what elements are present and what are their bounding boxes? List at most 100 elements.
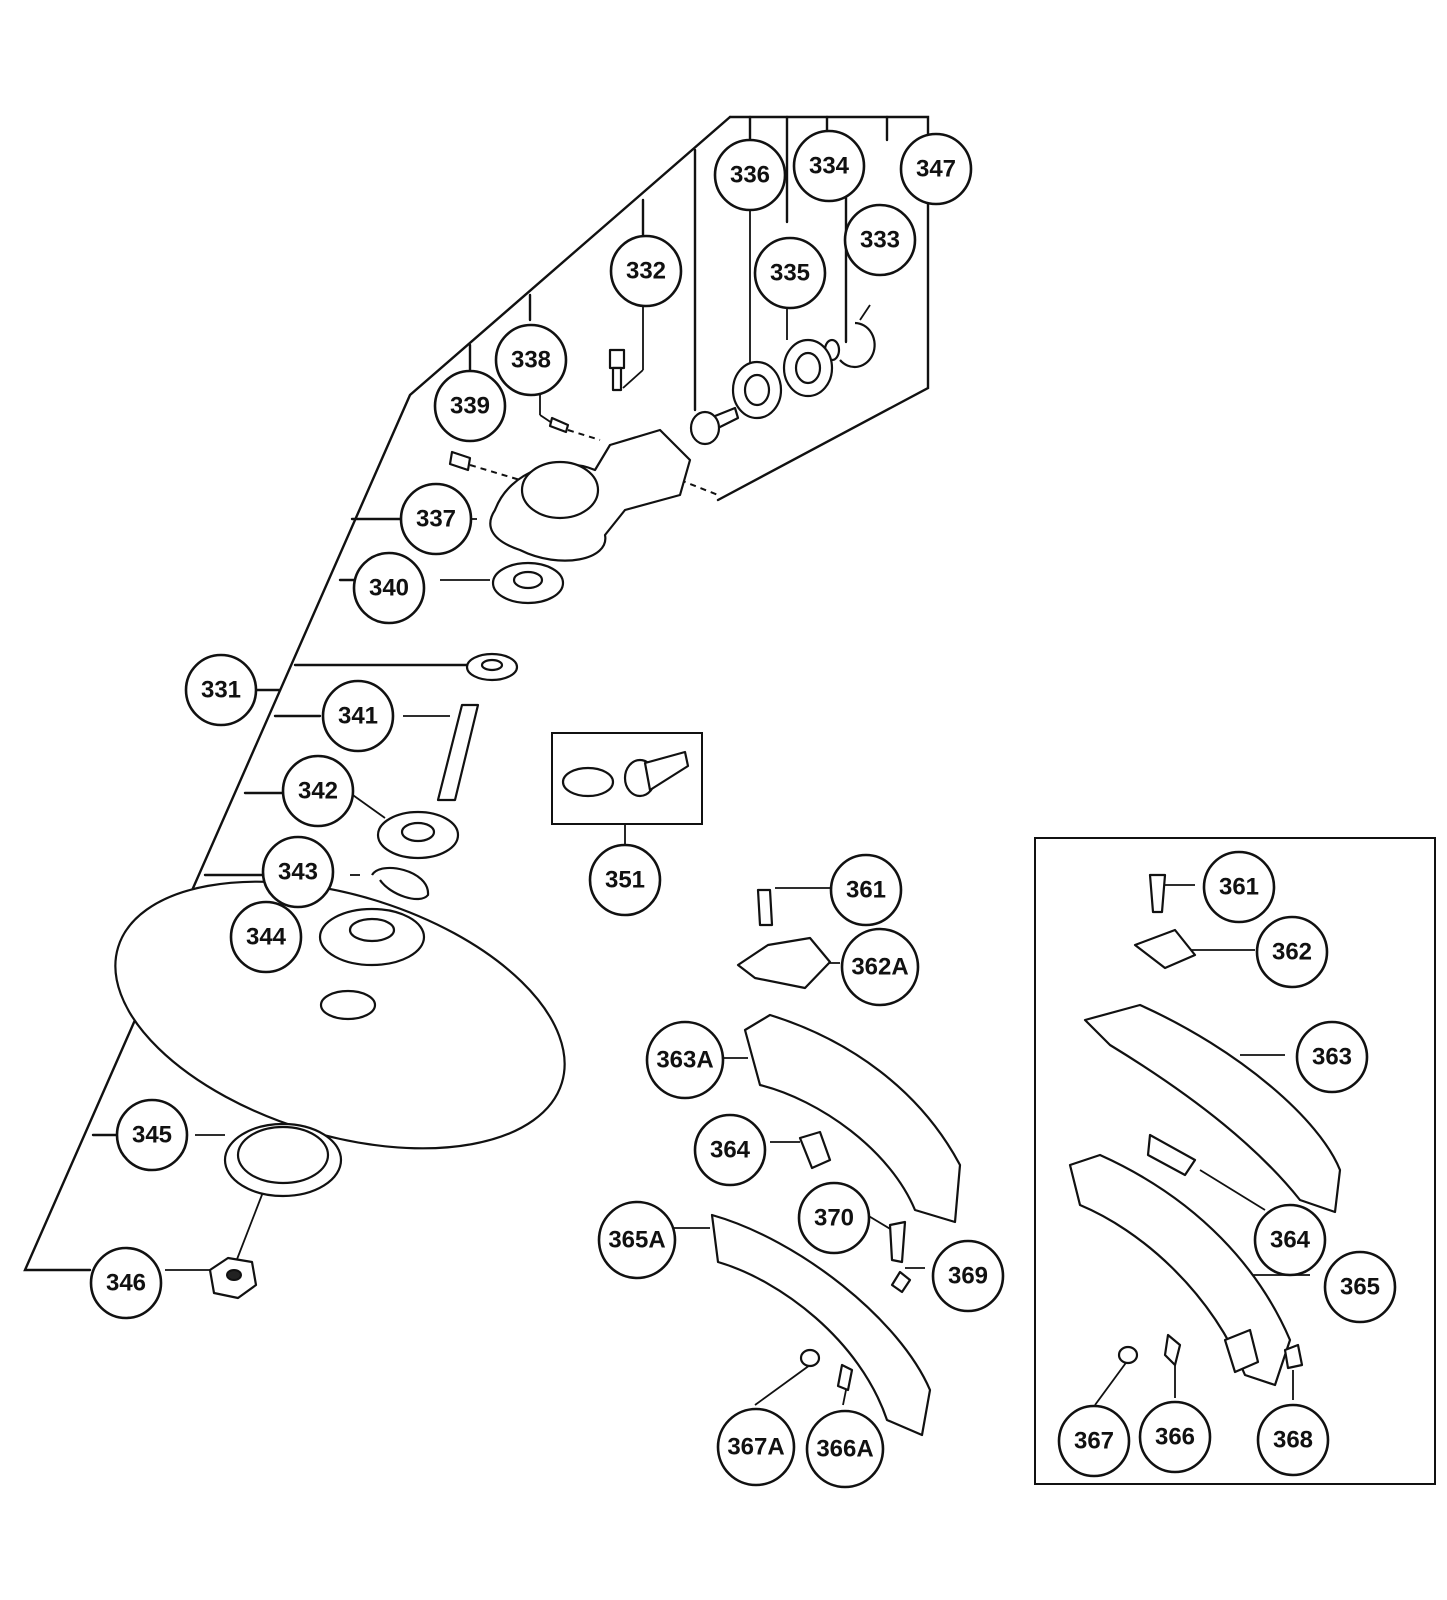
callout-340: 340 (352, 551, 426, 625)
callout-number: 370 (814, 1205, 854, 1232)
callout-number: 365A (608, 1227, 665, 1254)
kit-351-box (551, 732, 703, 825)
callout-circle (597, 1200, 677, 1280)
callout-circle (840, 927, 920, 1007)
callout-number: 367A (727, 1434, 784, 1461)
callout-number: 361 (1219, 874, 1259, 901)
callout-circle (1295, 1020, 1369, 1094)
callout-number: 351 (605, 867, 645, 894)
callout-circle (321, 679, 395, 753)
callout-circle (792, 129, 866, 203)
callout-number: 333 (860, 227, 900, 254)
callout-number: 364 (1270, 1227, 1311, 1254)
callout-circle (1202, 850, 1276, 924)
callout-circle (716, 1407, 796, 1487)
gear-head-parts (114, 321, 876, 1300)
callout-367a: 367A (716, 1407, 796, 1487)
callout-347: 347 (899, 132, 973, 206)
callout-333: 333 (843, 203, 917, 277)
callout-circle (899, 132, 973, 206)
callout-circle (588, 843, 662, 917)
callout-341: 341 (321, 679, 395, 753)
callout-number: 332 (626, 258, 666, 285)
callout-circle (609, 234, 683, 308)
callout-362a: 362A (840, 927, 920, 1007)
callout-circle (115, 1098, 189, 1172)
callout-circle (843, 203, 917, 277)
callout-number: 364 (710, 1137, 751, 1164)
callout-number: 365 (1340, 1274, 1380, 1301)
callout-number: 347 (916, 156, 956, 183)
grouping-leader-lines (23, 115, 930, 1272)
callout-circle (829, 853, 903, 927)
callout-circle (433, 369, 507, 443)
callout-361: 361 (1202, 850, 1276, 924)
circlip-333-shape (839, 321, 876, 369)
callout-number: 368 (1273, 1427, 1313, 1454)
callout-number: 366 (1155, 1424, 1195, 1451)
callout-number: 341 (338, 703, 378, 730)
callout-circle (494, 323, 568, 397)
callout-circle (399, 482, 473, 556)
callout-circle (1253, 1203, 1327, 1277)
callout-number: 366A (816, 1436, 873, 1463)
callout-circle (1256, 1403, 1330, 1477)
callout-361: 361 (829, 853, 903, 927)
callout-circle (1057, 1404, 1131, 1478)
callout-number: 361 (846, 877, 886, 904)
callout-365a: 365A (597, 1200, 677, 1280)
callout-363a: 363A (645, 1020, 725, 1100)
callout-number: 345 (132, 1122, 172, 1149)
callout-circle (229, 900, 303, 974)
callout-circle (753, 236, 827, 310)
callout-366: 366 (1138, 1400, 1212, 1474)
callout-334: 334 (792, 129, 866, 203)
callout-number: 362 (1272, 939, 1312, 966)
callout-circle (645, 1020, 725, 1100)
callout-circle (931, 1239, 1005, 1313)
callout-337: 337 (399, 482, 473, 556)
callout-number: 363A (656, 1047, 713, 1074)
callout-circle (797, 1181, 871, 1255)
callout-number: 343 (278, 859, 318, 886)
callout-339: 339 (433, 369, 507, 443)
callout-number: 362A (851, 954, 908, 981)
callout-369: 369 (931, 1239, 1005, 1313)
callout-343: 343 (261, 835, 335, 909)
callout-circle (352, 551, 426, 625)
guard-parts-a (710, 888, 962, 1437)
callout-368: 368 (1256, 1403, 1330, 1477)
callout-342: 342 (281, 754, 355, 828)
callout-367: 367 (1057, 1404, 1131, 1478)
callout-bubbles: 331 332 333 334 335 336 337 338 339 340 341 342 343 3… (89, 129, 1397, 1489)
callout-332: 332 (609, 234, 683, 308)
callout-circle (184, 653, 258, 727)
callout-number: 369 (948, 1263, 988, 1290)
callout-351: 351 (588, 843, 662, 917)
callout-circle (1323, 1250, 1397, 1324)
callout-number: 339 (450, 393, 490, 420)
callout-number: 340 (369, 575, 409, 602)
callout-364: 364 (1253, 1203, 1327, 1277)
callout-circle (693, 1113, 767, 1187)
callout-363: 363 (1295, 1020, 1369, 1094)
part-leader-lines (165, 210, 1310, 1406)
callout-number: 336 (730, 162, 770, 189)
callout-number: 334 (809, 153, 850, 180)
callout-number: 331 (201, 677, 241, 704)
callout-circle (805, 1409, 885, 1489)
callout-365: 365 (1323, 1250, 1397, 1324)
callout-335: 335 (753, 236, 827, 310)
callout-circle (281, 754, 355, 828)
callout-number: 363 (1312, 1044, 1352, 1071)
callout-number: 338 (511, 347, 551, 374)
callout-362: 362 (1255, 915, 1329, 989)
callout-370: 370 (797, 1181, 871, 1255)
callout-336: 336 (713, 138, 787, 212)
callout-number: 367 (1074, 1428, 1114, 1455)
callout-366a: 366A (805, 1409, 885, 1489)
callout-number: 337 (416, 506, 456, 533)
callout-344: 344 (229, 900, 303, 974)
callout-346: 346 (89, 1246, 163, 1320)
